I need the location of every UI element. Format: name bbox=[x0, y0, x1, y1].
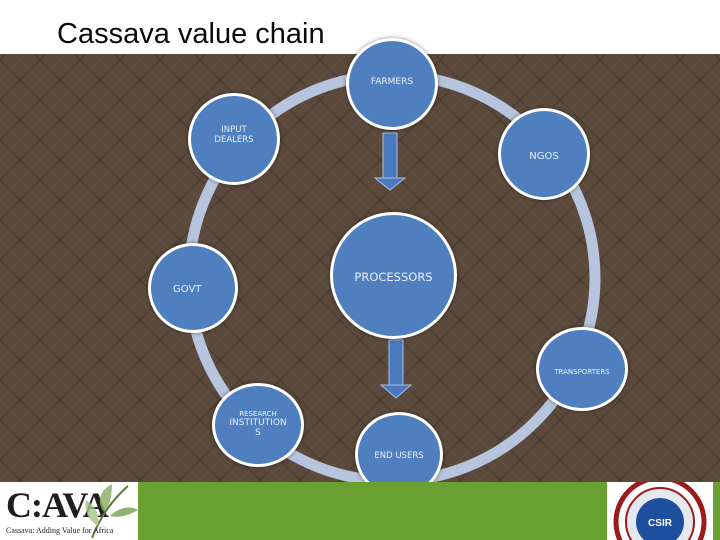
title-bar: Cassava value chain bbox=[0, 0, 720, 54]
node-research-label-1: RESEARCH bbox=[239, 410, 277, 418]
node-farmers: FARMERS bbox=[346, 38, 438, 130]
cava-logo-tagline: Cassava: Adding Value for Africa bbox=[6, 526, 114, 535]
node-research-institutions: RESEARCH INSTITUTION S bbox=[212, 383, 304, 467]
arrow-processors-to-end-users bbox=[379, 339, 413, 399]
node-input-dealers-label-2: DEALERS bbox=[214, 134, 254, 145]
node-processors: PROCESSORS bbox=[330, 212, 457, 339]
node-input-dealers-label-1: INPUT bbox=[221, 125, 247, 135]
node-research-label-3: S bbox=[255, 428, 261, 439]
node-input-dealers: INPUT DEALERS bbox=[188, 93, 280, 185]
node-processors-label: PROCESSORS bbox=[354, 270, 433, 284]
node-ngos-label: NGOS bbox=[529, 151, 559, 162]
csir-seal-label: CSIR bbox=[648, 518, 673, 529]
slide-title: Cassava value chain bbox=[57, 18, 325, 50]
node-research-label-2: INSTITUTION bbox=[229, 418, 287, 429]
node-govt-label: GOVT bbox=[173, 284, 202, 295]
node-transporters: TRANSPORTERS bbox=[536, 327, 628, 411]
node-transporters-label: TRANSPORTERS bbox=[554, 368, 610, 376]
arrow-farmers-to-processors bbox=[373, 132, 407, 191]
csir-seal-icon: CSIR bbox=[613, 482, 707, 540]
csir-logo: CSIR bbox=[607, 482, 713, 540]
node-end-users-label: END USERS bbox=[374, 451, 424, 461]
cava-logo: C:AVA Cassava: Adding Value for Africa bbox=[0, 482, 138, 540]
node-farmers-label: FARMERS bbox=[370, 77, 414, 87]
node-ngos: NGOS bbox=[498, 108, 590, 200]
node-govt: GOVT bbox=[148, 243, 238, 333]
cassava-leaf-icon bbox=[85, 484, 138, 539]
